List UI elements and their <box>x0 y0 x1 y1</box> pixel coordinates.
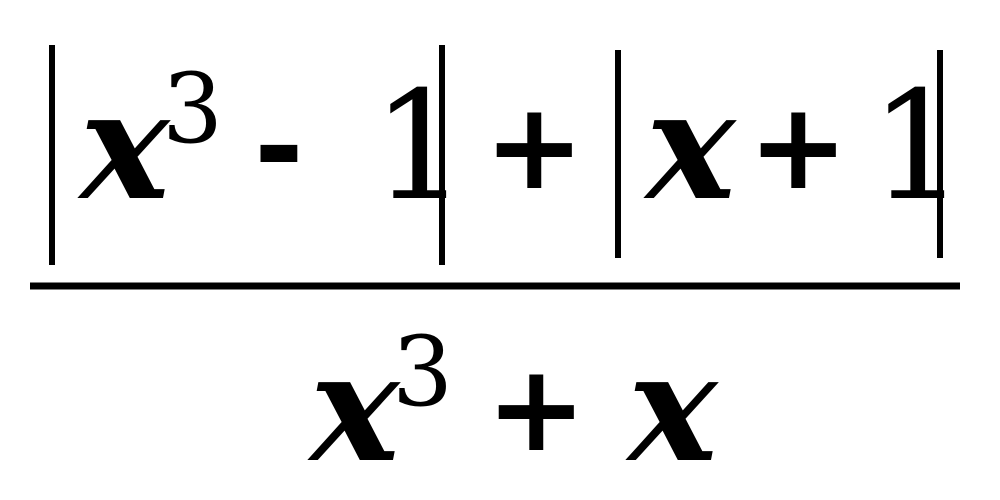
numerator-term1-operator: - <box>254 78 304 217</box>
denominator-base: x <box>307 320 401 496</box>
numerator-term1-base: x <box>77 58 171 234</box>
denominator-operator: + <box>486 340 587 479</box>
numerator-joiner: + <box>484 78 585 217</box>
denominator: x 3 + x <box>307 316 719 496</box>
denominator-exponent: 3 <box>392 316 453 428</box>
numerator-term2-operator: + <box>748 78 849 217</box>
numerator: x 3 - 1 + x + 1 <box>49 45 965 265</box>
denominator-variable: x <box>625 320 719 496</box>
numerator-term2-constant: 1 <box>870 60 965 234</box>
numerator-term2-variable: x <box>643 58 737 234</box>
numerator-term1-constant: 1 <box>372 60 467 234</box>
numerator-term1-exponent: 3 <box>162 53 223 165</box>
